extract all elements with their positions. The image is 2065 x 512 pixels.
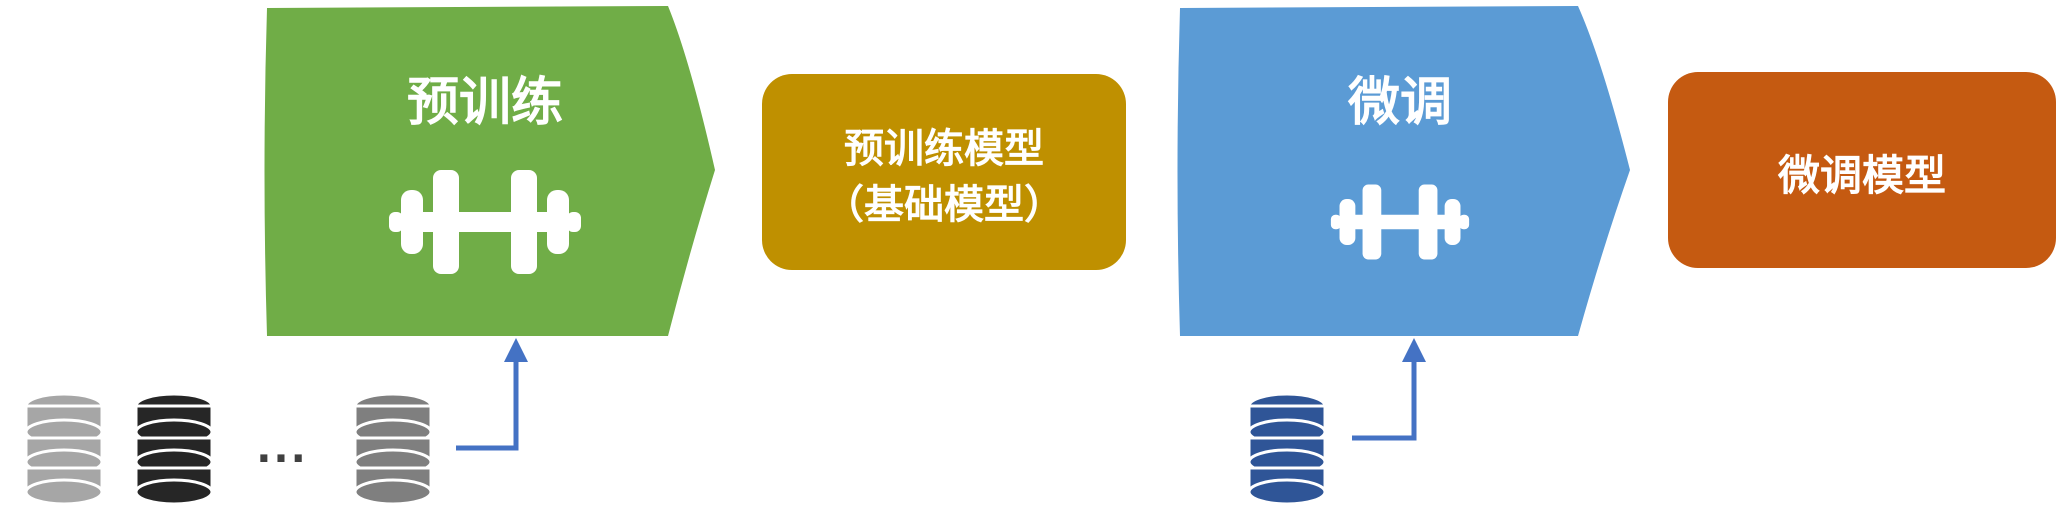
finetune-datasets bbox=[1247, 338, 1426, 506]
pretrain-datasets: ... bbox=[24, 338, 528, 506]
finetuned-model-label: 微调模型 bbox=[1777, 151, 1946, 200]
database-icon bbox=[353, 392, 433, 506]
pretrain-stage: 预训练 bbox=[264, 6, 715, 336]
pretrain-data-arrow bbox=[456, 350, 519, 451]
finetune-arrowhead-icon bbox=[1402, 338, 1426, 362]
finetune-data-arrow bbox=[1352, 350, 1417, 441]
dataset-ellipsis: ... bbox=[256, 426, 308, 472]
pretrained-model-label: 预训练模型 bbox=[844, 126, 1044, 172]
finetuned-model-box: 微调模型 bbox=[1668, 72, 2056, 268]
database-icon bbox=[134, 392, 214, 506]
pretrained-model-background bbox=[762, 74, 1126, 270]
pretrain-label: 预训练 bbox=[407, 73, 563, 133]
finetuned-model-background bbox=[1668, 72, 2056, 268]
pretrained-model-sublabel: （基础模型） bbox=[824, 182, 1064, 228]
database-icon bbox=[1247, 392, 1327, 506]
finetune-stage: 微调 bbox=[1177, 6, 1630, 336]
finetune-label: 微调 bbox=[1347, 73, 1452, 133]
pretrain-arrowhead-icon bbox=[504, 338, 528, 362]
pretrained-model-box: 预训练模型 （基础模型） bbox=[762, 74, 1126, 270]
pretrain-chevron bbox=[264, 6, 715, 336]
database-icon bbox=[24, 392, 104, 506]
finetune-chevron bbox=[1177, 6, 1630, 336]
